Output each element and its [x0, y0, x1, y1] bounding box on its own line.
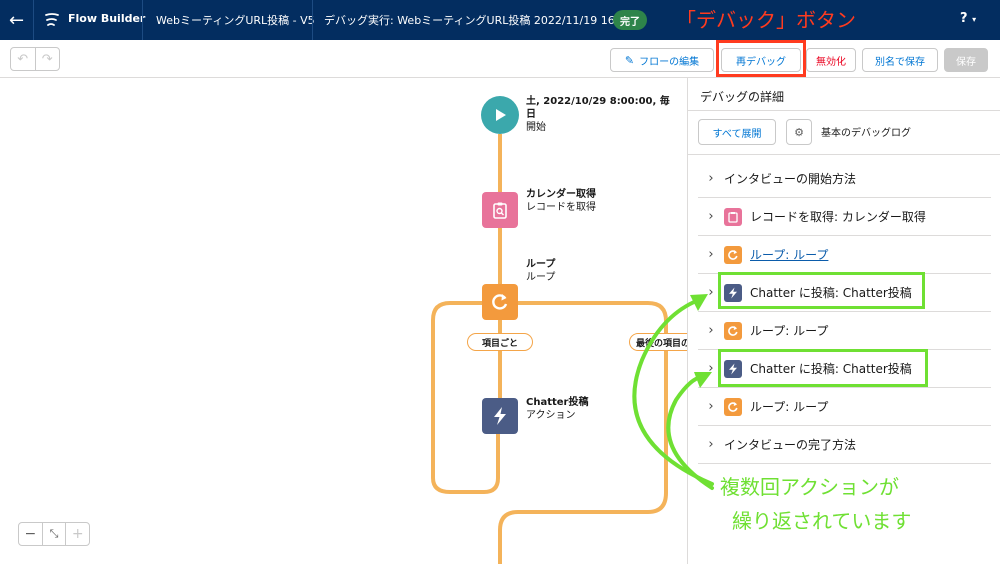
fit-view-button[interactable]: ⤡ — [41, 523, 66, 545]
debug-details-panel: デバッグの詳細 すべて展開 ⚙ 基本のデバッグログ › インタビューの開始方法 … — [687, 78, 1000, 564]
action-node-label: Chatter投稿 アクション — [526, 397, 589, 421]
panel-title: デバッグの詳細 — [700, 90, 785, 104]
debug-log-label: 基本のデバッグログ — [821, 128, 911, 139]
annotation-highlight-box — [718, 272, 925, 309]
loop-icon — [724, 397, 742, 416]
debug-item-chatter-post[interactable]: › Chatter に投稿: Chatter投稿 — [698, 274, 991, 312]
chevron-right-icon: › — [708, 171, 714, 186]
annotation-debug-button: 「デバック」ボタン — [676, 8, 856, 32]
chevron-down-icon: ▾ — [972, 15, 977, 24]
start-node[interactable] — [481, 96, 519, 134]
header-divider — [142, 0, 143, 40]
debug-item-interview-start[interactable]: › インタビューの開始方法 — [698, 160, 991, 198]
annotation-highlight-box — [716, 40, 806, 77]
play-icon — [496, 109, 506, 121]
flow-title: WebミーティングURL投稿 - V5 — [156, 14, 315, 27]
expand-all-button[interactable]: すべて展開 — [698, 119, 776, 145]
edit-flow-button[interactable]: ✎フローの編集 — [610, 48, 714, 72]
chevron-right-icon: › — [708, 437, 714, 452]
back-button[interactable]: ← — [0, 0, 34, 40]
get-records-node-label: カレンダー取得 レコードを取得 — [526, 189, 596, 213]
annotation-highlight-box — [718, 349, 928, 387]
undo-icon[interactable]: ↶ — [17, 51, 29, 67]
get-records-node[interactable] — [482, 192, 518, 228]
loop-for-each-label: 項目ごと — [467, 333, 533, 351]
panel-divider — [688, 110, 1000, 111]
loop-icon — [724, 321, 742, 340]
zoom-out-button[interactable]: − — [24, 526, 37, 542]
debug-run-title: デバッグ実行: WebミーティングURL投稿 2022/11/19 16:28 — [324, 14, 633, 27]
action-icon — [724, 359, 742, 378]
debug-item-loop[interactable]: › ループ: ループ — [698, 312, 991, 350]
re-debug-button[interactable]: 再デバッグ — [721, 48, 801, 72]
clipboard-search-icon — [493, 202, 507, 219]
pencil-icon: ✎ — [624, 53, 635, 67]
header-divider — [312, 0, 313, 40]
chevron-right-icon: › — [708, 399, 714, 414]
debug-item-loop[interactable]: › ループ: ループ — [698, 388, 991, 426]
loop-node-label: ループ ループ — [526, 259, 556, 283]
lightning-icon — [494, 407, 506, 425]
gear-icon[interactable]: ⚙ — [786, 119, 812, 145]
status-badge: 完了 — [613, 10, 647, 30]
debug-item-get-records[interactable]: › レコードを取得: カレンダー取得 — [698, 198, 991, 236]
loop-icon — [724, 245, 742, 264]
save-as-button[interactable]: 別名で保存 — [862, 48, 938, 72]
start-node-label: 土, 2022/10/29 8:00:00, 毎 日 開始 — [526, 96, 670, 133]
undo-redo-group: ↶ ↷ — [10, 47, 60, 71]
app-header: ← Flow Builder WebミーティングURL投稿 - V5 デバッグ実… — [0, 0, 1000, 40]
annotation-repeated-actions: 複数回アクションが 繰り返されています — [720, 475, 912, 533]
loop-node[interactable] — [482, 284, 518, 320]
chevron-right-icon: › — [708, 323, 714, 338]
get-records-icon — [724, 207, 742, 226]
panel-divider — [688, 154, 1000, 155]
chevron-right-icon: › — [708, 285, 714, 300]
action-icon — [724, 283, 742, 302]
arrow-left-icon: ← — [8, 9, 25, 31]
debug-item-loop[interactable]: › ループ: ループ — [698, 236, 991, 274]
flow-builder-logo-icon — [45, 13, 59, 26]
app-name: Flow Builder — [68, 12, 146, 25]
save-button[interactable]: 保存 — [944, 48, 988, 72]
chevron-right-icon: › — [708, 247, 714, 262]
chevron-right-icon: › — [708, 209, 714, 224]
redo-icon[interactable]: ↷ — [34, 48, 60, 70]
loop-icon — [492, 294, 508, 310]
deactivate-button[interactable]: 無効化 — [806, 48, 856, 72]
action-node[interactable] — [482, 398, 518, 434]
debug-item-interview-finish[interactable]: › インタビューの完了方法 — [698, 426, 991, 464]
flow-connectors — [431, 134, 668, 564]
loop-after-last-label: 最後の項目の — [629, 333, 687, 351]
zoom-in-button[interactable]: + — [65, 523, 89, 545]
help-button[interactable]: ? ▾ — [960, 11, 977, 26]
flow-canvas[interactable]: 土, 2022/10/29 8:00:00, 毎 日 開始 カレンダー取得 レコ… — [0, 78, 687, 564]
zoom-controls: − ⤡ + — [18, 522, 90, 546]
